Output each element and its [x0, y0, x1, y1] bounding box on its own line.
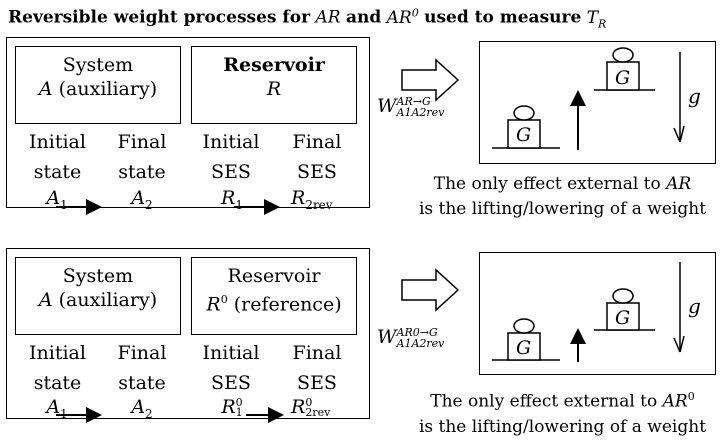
state-a1: A1: [46, 396, 68, 421]
weight-high-icon: [594, 47, 655, 91]
ses-final: SES: [297, 372, 337, 394]
effect-caption-ar0: The only effect external to AR0 is the l…: [400, 384, 725, 440]
weight-scene-ar0: [479, 252, 716, 375]
diagram-title: Reversible weight processes for AR and A…: [8, 6, 606, 30]
col-final-a: Final: [117, 131, 167, 153]
state-final: state: [118, 161, 166, 183]
weight-label: G: [516, 337, 531, 359]
title-tr: TR: [586, 7, 607, 31]
reservoir-symbol: R: [266, 78, 282, 100]
gravity-arrow-icon: [673, 262, 685, 353]
effect-caption-ar: The only effect external to AR is the li…: [400, 172, 725, 222]
effect-line1: The only effect external to AR0: [430, 390, 695, 412]
col-final-r: Final: [292, 342, 342, 364]
hollow-arrow-icon: [401, 268, 460, 312]
system-desc: A (auxiliary): [38, 289, 158, 311]
gravity-label: g: [688, 84, 701, 108]
weight-low-icon: [492, 318, 560, 361]
title-bold: Reversible weight processes for: [8, 7, 311, 28]
state-a2: A2: [131, 187, 153, 212]
panel-ar0: System A (auxiliary) Reservoir R0 (refer…: [6, 248, 370, 421]
title-tail: used to measure: [424, 7, 582, 28]
col-initial-a: Initial: [29, 342, 86, 364]
ses-initial: SES: [211, 161, 251, 183]
weight-high-icon: [594, 288, 655, 331]
state-r2: R2rev: [291, 187, 333, 212]
title-ar: AR: [315, 7, 341, 28]
effect-line1: The only effect external to AR: [433, 174, 692, 194]
effect-line2: is the lifting/lowering of a weight: [418, 416, 707, 437]
hollow-arrow-icon: [401, 58, 460, 102]
weight-low-icon: [492, 105, 560, 149]
weight-label: G: [615, 307, 630, 329]
reservoir-box: Reservoir R: [191, 46, 357, 124]
system-desc: A (auxiliary): [38, 78, 158, 100]
weight-label: G: [516, 124, 531, 146]
col-final-a: Final: [117, 342, 167, 364]
ses-initial: SES: [211, 372, 251, 394]
reservoir-symbol: R0 (reference): [206, 293, 342, 316]
col-initial-r: Initial: [202, 342, 260, 364]
state-r1: R1: [221, 187, 243, 212]
state-initial: state: [33, 161, 82, 183]
gravity-label: g: [688, 294, 701, 318]
reservoir-label: Reservoir: [223, 54, 325, 76]
state-final: state: [118, 372, 166, 394]
weight-label: G: [615, 67, 630, 89]
reservoir-box: Reservoir R0 (reference): [191, 257, 357, 335]
state-a1: A1: [46, 187, 68, 212]
system-box: System A (auxiliary): [15, 46, 181, 124]
col-initial-a: Initial: [29, 131, 86, 153]
col-initial-r: Initial: [202, 131, 260, 153]
effect-line2: is the lifting/lowering of a weight: [418, 199, 707, 219]
panel-ar: System A (auxiliary) Reservoir R Initial…: [6, 37, 370, 212]
system-box: System A (auxiliary): [15, 257, 181, 335]
ses-final: SES: [297, 161, 337, 183]
system-label: System: [62, 265, 134, 287]
state-initial: state: [33, 372, 82, 394]
reservoir-label: Reservoir: [227, 265, 321, 287]
title-and: and: [345, 7, 382, 28]
system-label: System: [62, 54, 134, 76]
col-final-r: Final: [292, 131, 342, 153]
state-a2: A2: [131, 396, 153, 421]
gravity-arrow-icon: [673, 52, 685, 143]
weight-scene-ar: [479, 41, 716, 164]
title-ar0: AR0: [386, 6, 419, 28]
